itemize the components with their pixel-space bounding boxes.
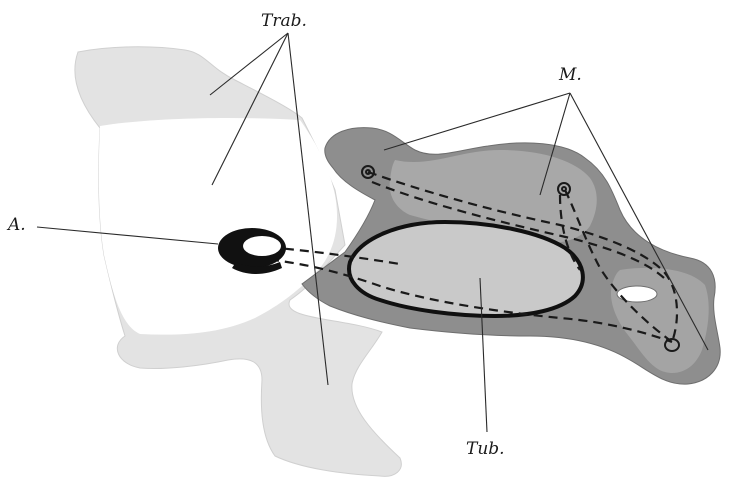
label-m: M. [558, 65, 582, 85]
foramen-hole [617, 286, 657, 302]
label-trab: Trab. [261, 11, 307, 31]
trab-leader-1 [210, 33, 288, 95]
label-a: A. [6, 215, 26, 235]
m-leader-1 [384, 93, 570, 150]
label-tub: Tub. [466, 439, 505, 459]
